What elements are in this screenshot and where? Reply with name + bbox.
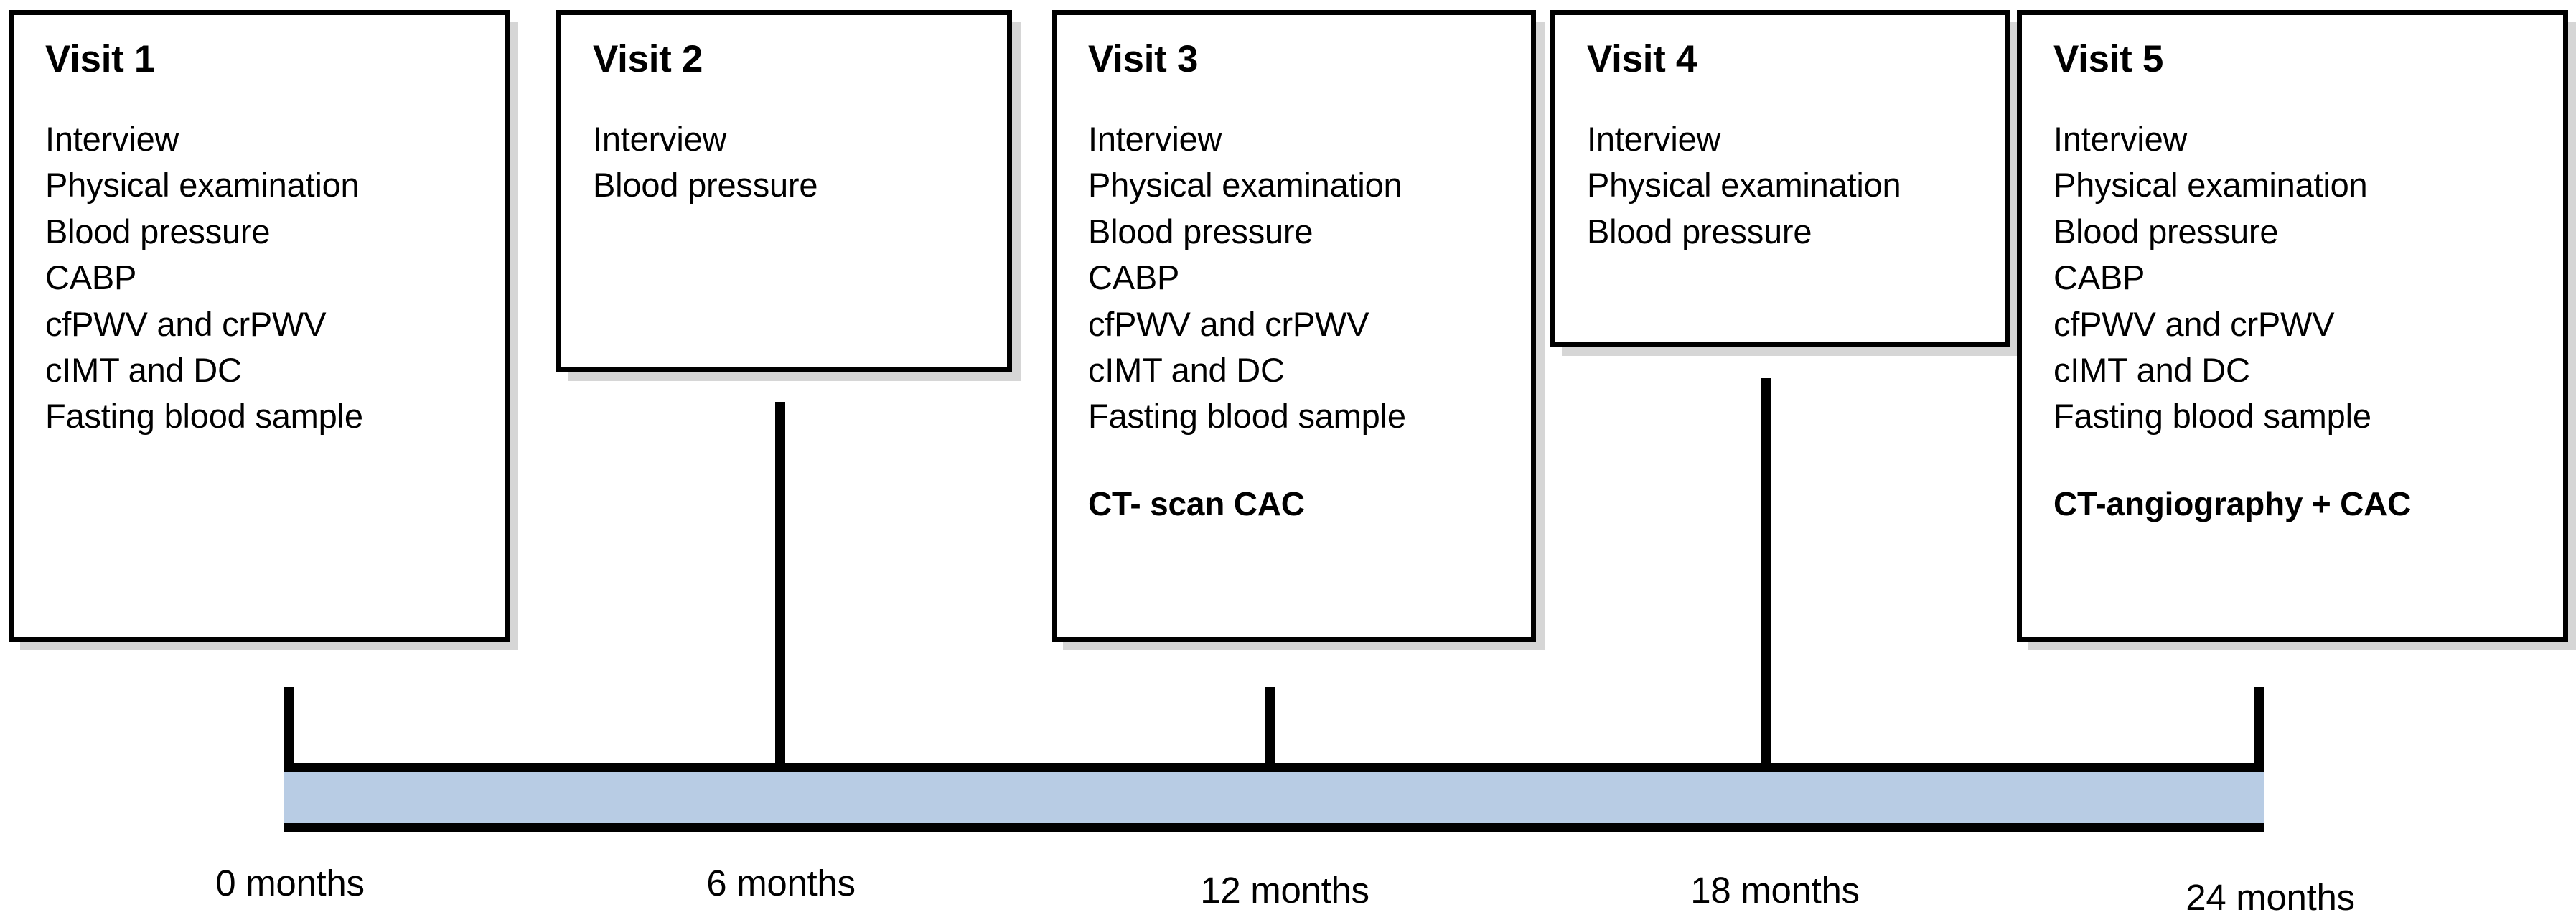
list-item: Interview — [1088, 120, 1222, 159]
list-item: Interview — [593, 120, 727, 159]
list-item: Physical examination — [1088, 166, 1402, 205]
visit-card-1: Visit 1 Interview Physical examination B… — [9, 10, 510, 642]
list-item: Fasting blood sample — [2053, 397, 2371, 436]
timeline-tick-18-months — [1761, 378, 1771, 832]
list-item: Physical examination — [2053, 166, 2368, 205]
list-item: CABP — [45, 258, 137, 297]
visit-card-title: Visit 5 — [2053, 38, 2164, 80]
visit-procedure-list: Interview Blood pressure — [593, 116, 978, 209]
visit-procedure-list: Interview Physical examination Blood pre… — [2053, 116, 2534, 440]
list-item: cIMT and DC — [2053, 350, 2250, 389]
axis-label-24-months: 24 months — [2186, 877, 2355, 918]
list-item: CABP — [1088, 258, 1180, 297]
axis-label-18-months: 18 months — [1690, 870, 1860, 911]
list-item: Fasting blood sample — [45, 397, 363, 436]
list-item: Interview — [1587, 120, 1721, 159]
list-item: cfPWV and crPWV — [45, 304, 327, 343]
visit-procedure-list: Interview Physical examination Blood pre… — [1088, 116, 1502, 440]
axis-label-12-months: 12 months — [1200, 870, 1369, 911]
list-item: Blood pressure — [593, 166, 818, 205]
visit-imaging-label: CT- scan CAC — [1088, 484, 1305, 522]
axis-label-6-months: 6 months — [706, 863, 856, 903]
visit-card-title: Visit 4 — [1587, 38, 1697, 80]
visit-procedure-list: Interview Physical examination Blood pre… — [45, 116, 476, 440]
list-item: Blood pressure — [45, 212, 271, 250]
visit-card-title: Visit 1 — [45, 38, 156, 80]
visit-card-5: Visit 5 Interview Physical examination B… — [2017, 10, 2568, 642]
list-item: cIMT and DC — [1088, 350, 1285, 389]
timeline-tick-6-months — [775, 402, 785, 832]
list-item: Interview — [2053, 120, 2188, 159]
list-item: cfPWV and crPWV — [1088, 304, 1369, 343]
axis-label-0-months: 0 months — [215, 863, 365, 903]
list-item: CABP — [2053, 258, 2145, 297]
visit-card-3: Visit 3 Interview Physical examination B… — [1052, 10, 1536, 642]
list-item: Physical examination — [1587, 166, 1901, 205]
visit-card-4: Visit 4 Interview Physical examination B… — [1550, 10, 2010, 347]
visit-procedure-list: Interview Physical examination Blood pre… — [1587, 116, 1976, 255]
list-item: Blood pressure — [1587, 212, 1812, 250]
list-item: Interview — [45, 120, 179, 159]
list-item: Fasting blood sample — [1088, 397, 1406, 436]
list-item: cfPWV and crPWV — [2053, 304, 2335, 343]
visit-card-title: Visit 3 — [1088, 38, 1199, 80]
visit-imaging-label: CT-angiography + CAC — [2053, 484, 2412, 522]
visit-card-2: Visit 2 Interview Blood pressure — [556, 10, 1012, 372]
list-item: Blood pressure — [2053, 212, 2279, 250]
list-item: Blood pressure — [1088, 212, 1313, 250]
timeline-bar — [284, 763, 2264, 832]
visit-card-title: Visit 2 — [593, 38, 703, 80]
list-item: cIMT and DC — [45, 350, 242, 389]
list-item: Physical examination — [45, 166, 360, 205]
